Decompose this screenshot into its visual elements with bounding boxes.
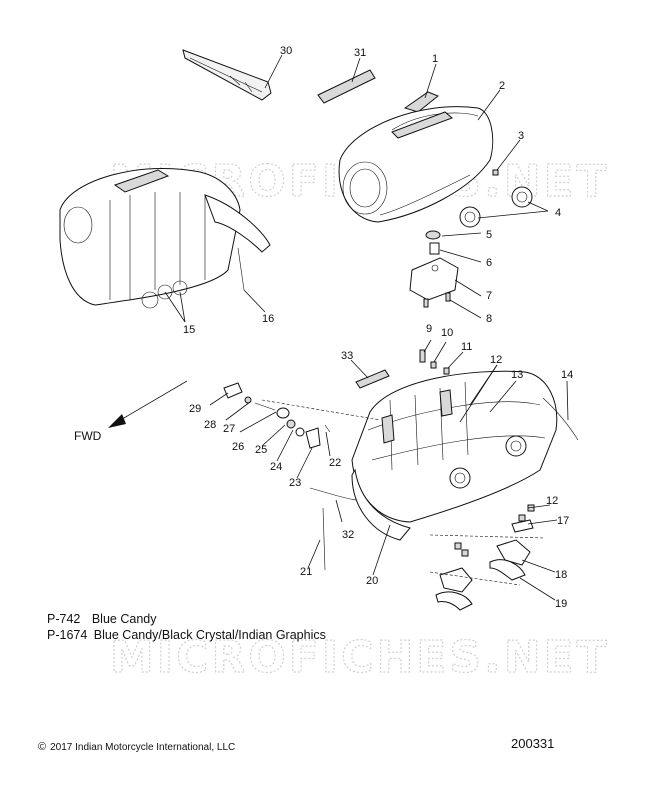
- callout-12-upper: 12: [490, 354, 502, 366]
- document-number: 200331: [511, 736, 555, 751]
- callout-13: 13: [511, 369, 523, 381]
- variant-code: P-742: [47, 612, 81, 626]
- callout-32: 32: [342, 529, 354, 541]
- right-saddlebag-assembly: [351, 370, 558, 541]
- callout-12-lower: 12: [546, 495, 558, 507]
- callout-33: 33: [341, 350, 353, 362]
- callout-27: 27: [223, 423, 235, 435]
- callout-14: 14: [561, 369, 573, 381]
- callout-6: 6: [486, 257, 492, 269]
- left-saddlebag-assembly: [59, 168, 271, 309]
- hardware-parts-9-11: [419, 349, 450, 375]
- callout-15: 15: [183, 324, 195, 336]
- callout-19: 19: [555, 598, 567, 610]
- variant-row: P-742 Blue Candy: [47, 611, 326, 627]
- callout-5: 5: [486, 229, 492, 241]
- seal-strip-part: [542, 397, 579, 441]
- copyright-text: 2017 Indian Motorcycle International, LL…: [50, 742, 236, 753]
- variant-description: Blue Candy: [91, 612, 157, 626]
- callout-11: 11: [461, 341, 472, 353]
- callout-10: 10: [441, 327, 453, 339]
- forward-arrow: [108, 380, 188, 428]
- lock-stack-parts: [223, 382, 381, 449]
- leader-lines: [164, 54, 569, 601]
- bushing-part-6: [429, 242, 440, 255]
- callout-2: 2: [499, 80, 505, 92]
- callout-31: 31: [354, 47, 366, 59]
- callout-4: 4: [555, 207, 561, 219]
- saddlebag-lid-part: [338, 106, 494, 223]
- callout-21: 21: [300, 566, 312, 578]
- emblem-part: [403, 91, 439, 113]
- latch-housing-part: [409, 257, 459, 301]
- variant-description: Blue Candy/Black Crystal/Indian Graphics: [93, 628, 326, 642]
- screws-part-8: [423, 292, 451, 308]
- callout-8: 8: [486, 313, 492, 325]
- callout-30: 30: [280, 45, 292, 57]
- variant-row: P-1674 Blue Candy/Black Crystal/Indian G…: [47, 627, 326, 643]
- small-bar-part: [317, 69, 376, 104]
- callout-29: 29: [189, 403, 201, 415]
- screw-part-3: [492, 169, 499, 176]
- callout-16: 16: [262, 313, 274, 325]
- fwd-label: FWD: [74, 429, 102, 443]
- callout-7: 7: [486, 290, 492, 302]
- callout-26: 26: [232, 441, 244, 453]
- callout-18: 18: [555, 569, 567, 581]
- callout-17: 17: [557, 515, 569, 527]
- callout-9: 9: [426, 323, 432, 335]
- callout-25: 25: [255, 444, 267, 456]
- washer-part-5: [425, 230, 441, 240]
- callout-1: 1: [432, 53, 438, 65]
- callout-28: 28: [204, 419, 216, 431]
- bar-part-33: [355, 369, 390, 389]
- variant-code: P-1674: [47, 628, 88, 642]
- callout-24: 24: [270, 461, 282, 473]
- edge-strips: [309, 487, 357, 571]
- callout-3: 3: [518, 130, 524, 142]
- callout-22: 22: [329, 457, 341, 469]
- trim-strip-part: [182, 49, 272, 101]
- callout-20: 20: [366, 575, 378, 587]
- watermark-bottom: MICROFICHES.NET: [110, 632, 610, 683]
- latch-knob-part: [459, 186, 533, 228]
- callout-23: 23: [289, 477, 301, 489]
- color-variants-list: P-742 Blue Candy P-1674 Blue Candy/Black…: [47, 611, 326, 643]
- copyright-icon: ©: [38, 741, 47, 753]
- mounting-parts: [429, 504, 546, 611]
- copyright-notice: ©2017 Indian Motorcycle International, L…: [38, 741, 235, 753]
- callout-numbers: 1 2 3 4 5 6 7 8 9 10 11 12 12 13 14 15 1…: [183, 45, 573, 610]
